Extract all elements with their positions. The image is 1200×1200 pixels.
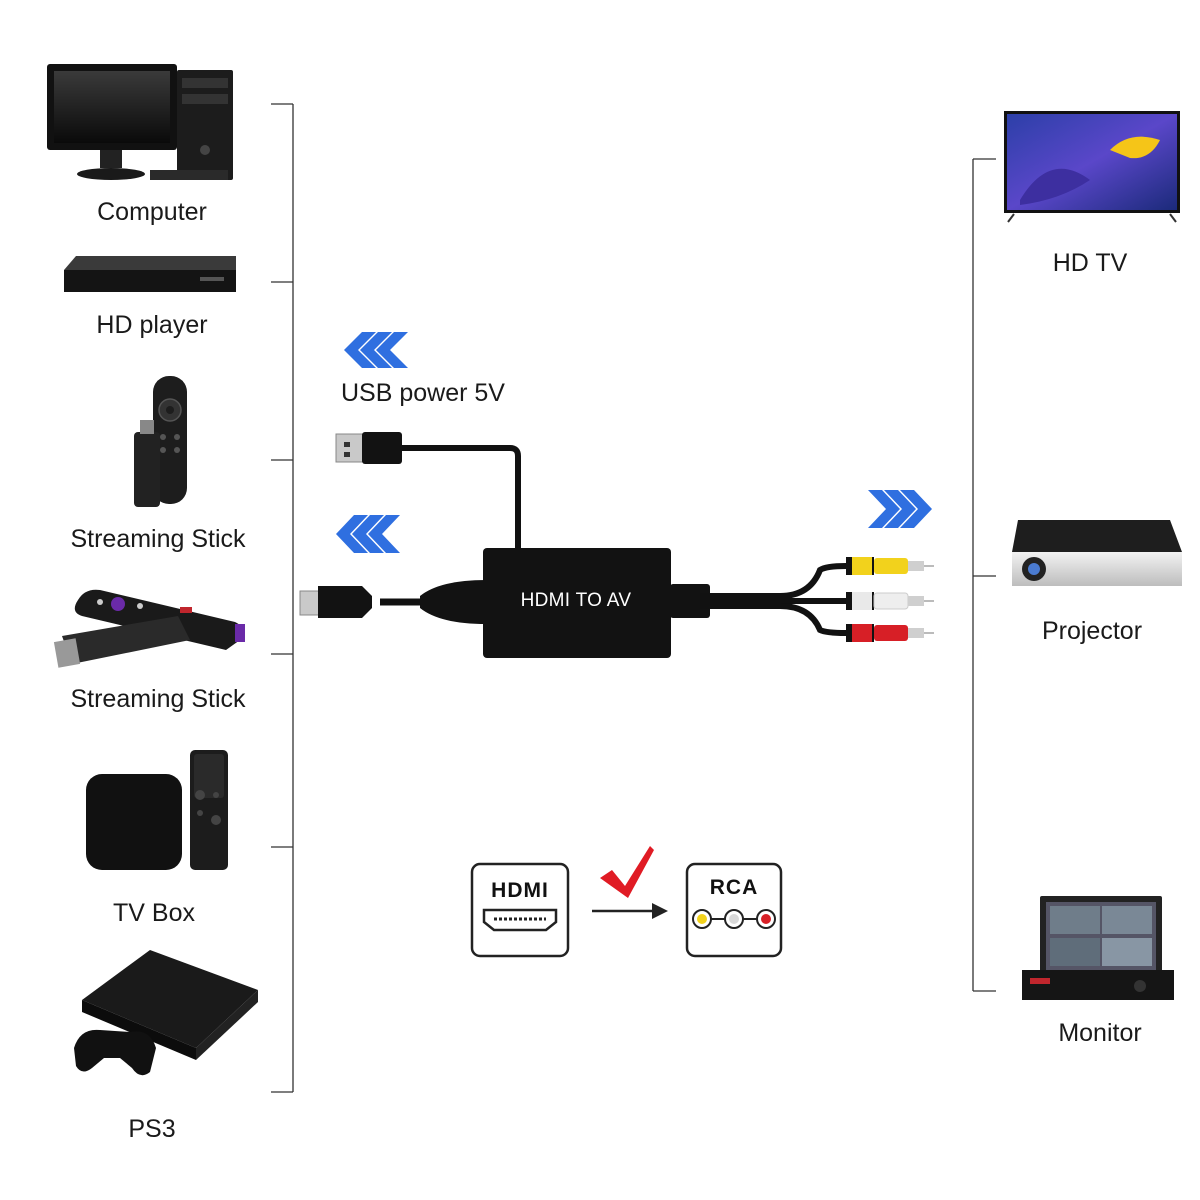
source-label-streaming-stick-1: Streaming Stick bbox=[70, 525, 246, 553]
rca-white-plug bbox=[846, 592, 934, 610]
adapter-box bbox=[483, 548, 671, 658]
rca-yellow-plug bbox=[846, 557, 934, 575]
hdmi-badge bbox=[470, 862, 570, 958]
computer-icon bbox=[47, 64, 233, 180]
source-bracket bbox=[271, 103, 294, 1093]
flow-arrow-icon bbox=[592, 903, 668, 919]
display-label-monitor: Monitor bbox=[1058, 1019, 1142, 1047]
checkmark-icon bbox=[600, 846, 654, 898]
hdmi-badge-label: HDMI bbox=[491, 879, 549, 902]
dvd-player-icon bbox=[64, 256, 236, 292]
source-label-ps3: PS3 bbox=[128, 1115, 176, 1143]
fire-stick-icon bbox=[134, 376, 187, 507]
rca-output-cables bbox=[670, 563, 847, 636]
source-label-streaming-stick-2: Streaming Stick bbox=[70, 685, 246, 713]
display-label-hd-tv: HD TV bbox=[1052, 249, 1128, 277]
apple-tv-icon bbox=[86, 750, 228, 870]
hdmi-input-cable bbox=[299, 580, 486, 624]
rca-red-plug bbox=[846, 624, 934, 642]
source-label-computer: Computer bbox=[97, 198, 207, 226]
source-label-hd-player: HD player bbox=[96, 311, 208, 339]
rca-badge bbox=[685, 862, 783, 958]
output-direction-chevron-icon bbox=[868, 490, 932, 528]
source-label-tv-box: TV Box bbox=[113, 899, 195, 927]
adapter-label: HDMI TO AV bbox=[520, 590, 632, 611]
monitor-icon bbox=[1022, 896, 1174, 1000]
roku-stick-icon bbox=[53, 589, 245, 668]
hdmi-direction-chevron-icon bbox=[336, 515, 400, 553]
usb-direction-chevron-icon bbox=[344, 332, 408, 368]
tv-icon bbox=[1004, 111, 1180, 223]
usb-power-label: USB power 5V bbox=[341, 379, 505, 407]
ps3-console-icon bbox=[74, 950, 258, 1076]
display-bracket bbox=[972, 158, 996, 992]
projector-icon bbox=[1012, 520, 1182, 586]
usb-power-cable bbox=[335, 432, 521, 552]
rca-badge-label: RCA bbox=[709, 876, 759, 899]
display-label-projector: Projector bbox=[1041, 617, 1143, 645]
